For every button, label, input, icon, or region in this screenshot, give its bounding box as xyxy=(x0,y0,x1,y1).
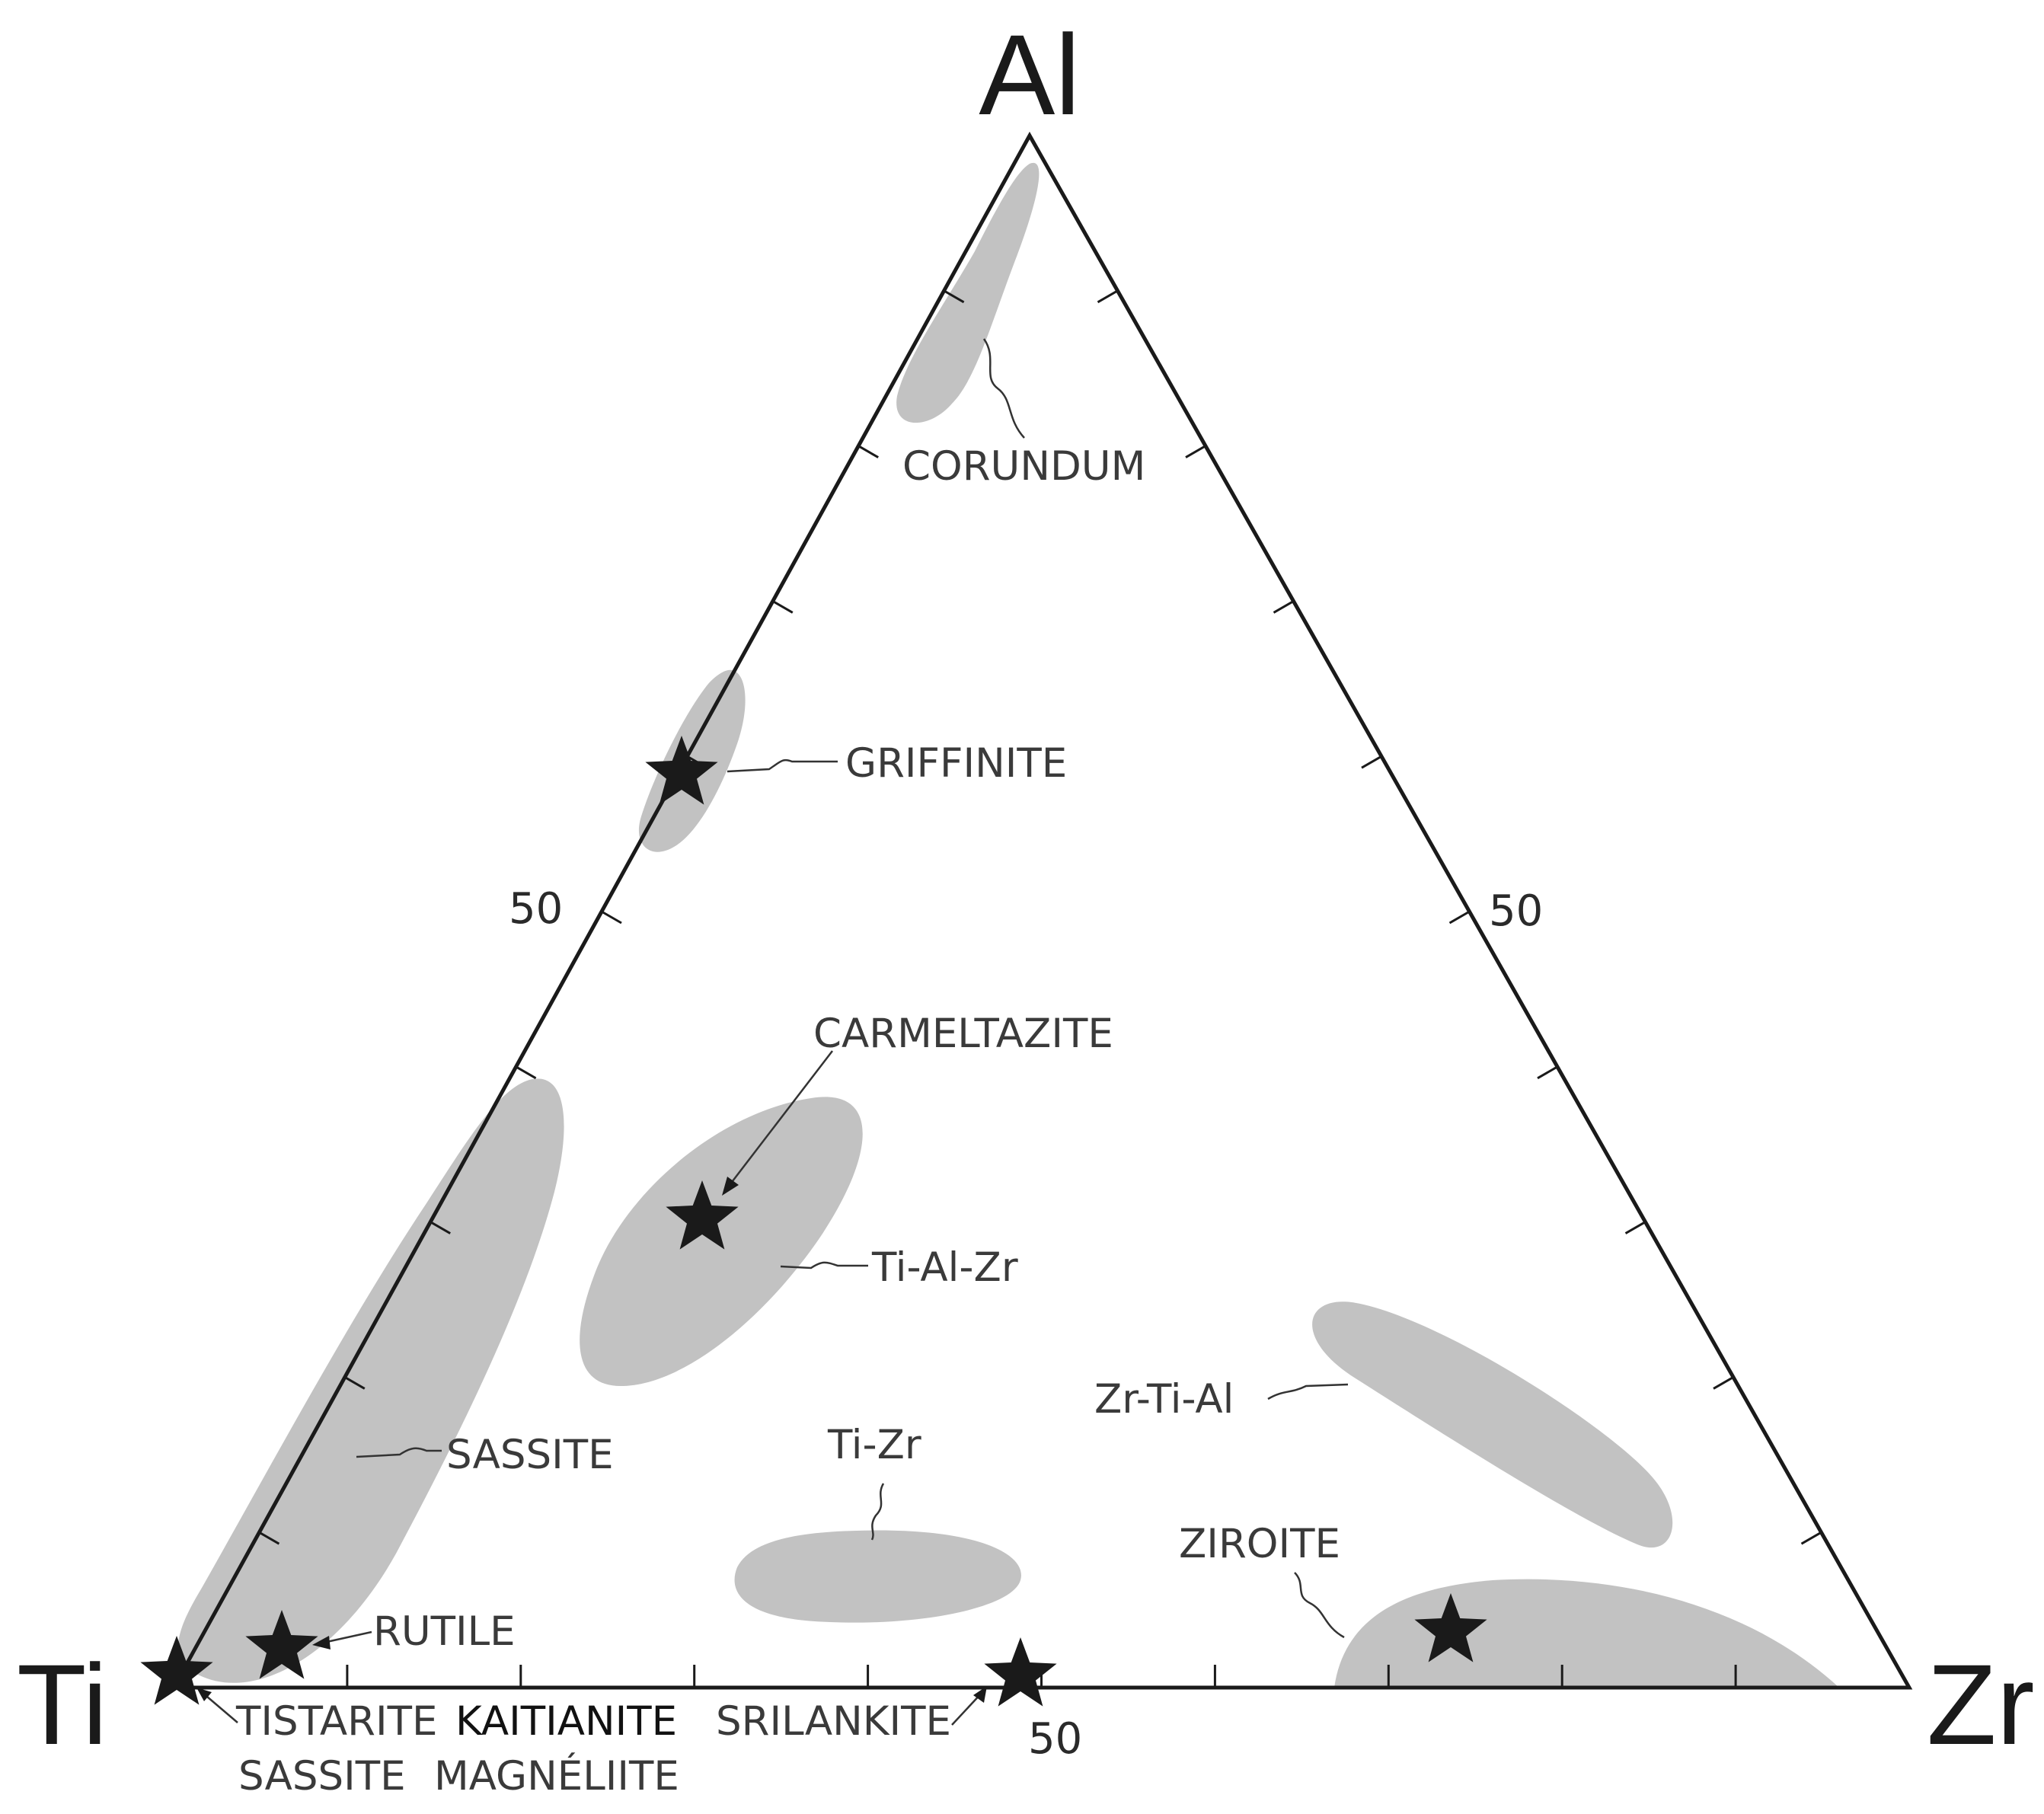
sassite-field xyxy=(178,1078,564,1683)
zr-ti-al-leader xyxy=(1267,1383,1349,1400)
star-icon xyxy=(984,1637,1057,1707)
ziroite-label: ZIROITE xyxy=(1179,1521,1340,1567)
rutile-label: RUTILE xyxy=(373,1608,516,1655)
left-edge-ticks xyxy=(258,289,965,1545)
vertex-ti-label: Ti xyxy=(17,1640,107,1768)
sassite-leader xyxy=(356,1447,442,1458)
corundum-leader xyxy=(982,338,1025,439)
ti-al-zr-leader xyxy=(780,1261,868,1269)
srilankite-label: SRILANKITE xyxy=(716,1698,951,1745)
right-50-label: 50 xyxy=(1489,886,1543,936)
ziroite-field xyxy=(1334,1579,1839,1688)
corundum-field xyxy=(896,162,1040,423)
zr-ti-al-field xyxy=(1312,1301,1673,1548)
griffinite-leader xyxy=(727,758,838,773)
left-50-label: 50 xyxy=(509,884,563,934)
vertex-al-label: Al xyxy=(979,11,1080,139)
srilankite-arrowhead xyxy=(973,1686,987,1703)
rutile-arrowhead xyxy=(312,1636,331,1650)
carmeltazite-arrow xyxy=(727,1050,833,1189)
bottom-edge-ticks xyxy=(346,1665,1737,1688)
tistarite-arrow xyxy=(201,1691,238,1723)
carmeltazite-arrowhead xyxy=(722,1177,739,1196)
mineral-markers xyxy=(140,736,1487,1707)
star-icon xyxy=(140,1636,213,1705)
tistarite-arrowhead xyxy=(196,1688,212,1701)
star-icon xyxy=(1414,1593,1487,1662)
star-icon xyxy=(645,736,718,805)
ti-zr-field xyxy=(734,1530,1021,1623)
leader-lines xyxy=(196,338,1349,1726)
ti-al-zr-label: Ti-Al-Zr xyxy=(871,1244,1018,1291)
ti-zr-label: Ti-Zr xyxy=(827,1422,921,1468)
ziroite-leader xyxy=(1294,1572,1345,1639)
composition-fields xyxy=(178,162,1839,1688)
griffinite-label: GRIFFINITE xyxy=(845,740,1067,787)
vertex-zr-label: Zr xyxy=(1927,1640,2035,1768)
bottom-50-label: 50 xyxy=(1028,1714,1082,1764)
corundum-label: CORUNDUM xyxy=(902,443,1145,490)
right-edge-ticks xyxy=(1097,289,1822,1545)
zr-ti-al-label: Zr-Ti-Al xyxy=(1094,1376,1234,1423)
star-icon xyxy=(245,1610,318,1679)
star-icon xyxy=(666,1180,739,1250)
sassite-field-label: SASSITE xyxy=(446,1432,614,1478)
ti-zr-leader xyxy=(870,1483,885,1541)
sassite-label: SASSITE xyxy=(238,1753,406,1800)
carmeltazite-label: CARMELTAZITE xyxy=(813,1011,1113,1057)
tistarite-label: TISTARITE xyxy=(235,1698,437,1745)
magneliite-label: MAGNÉLIITE xyxy=(434,1752,679,1800)
kaitianite-label: KAITIANITE xyxy=(455,1698,677,1745)
